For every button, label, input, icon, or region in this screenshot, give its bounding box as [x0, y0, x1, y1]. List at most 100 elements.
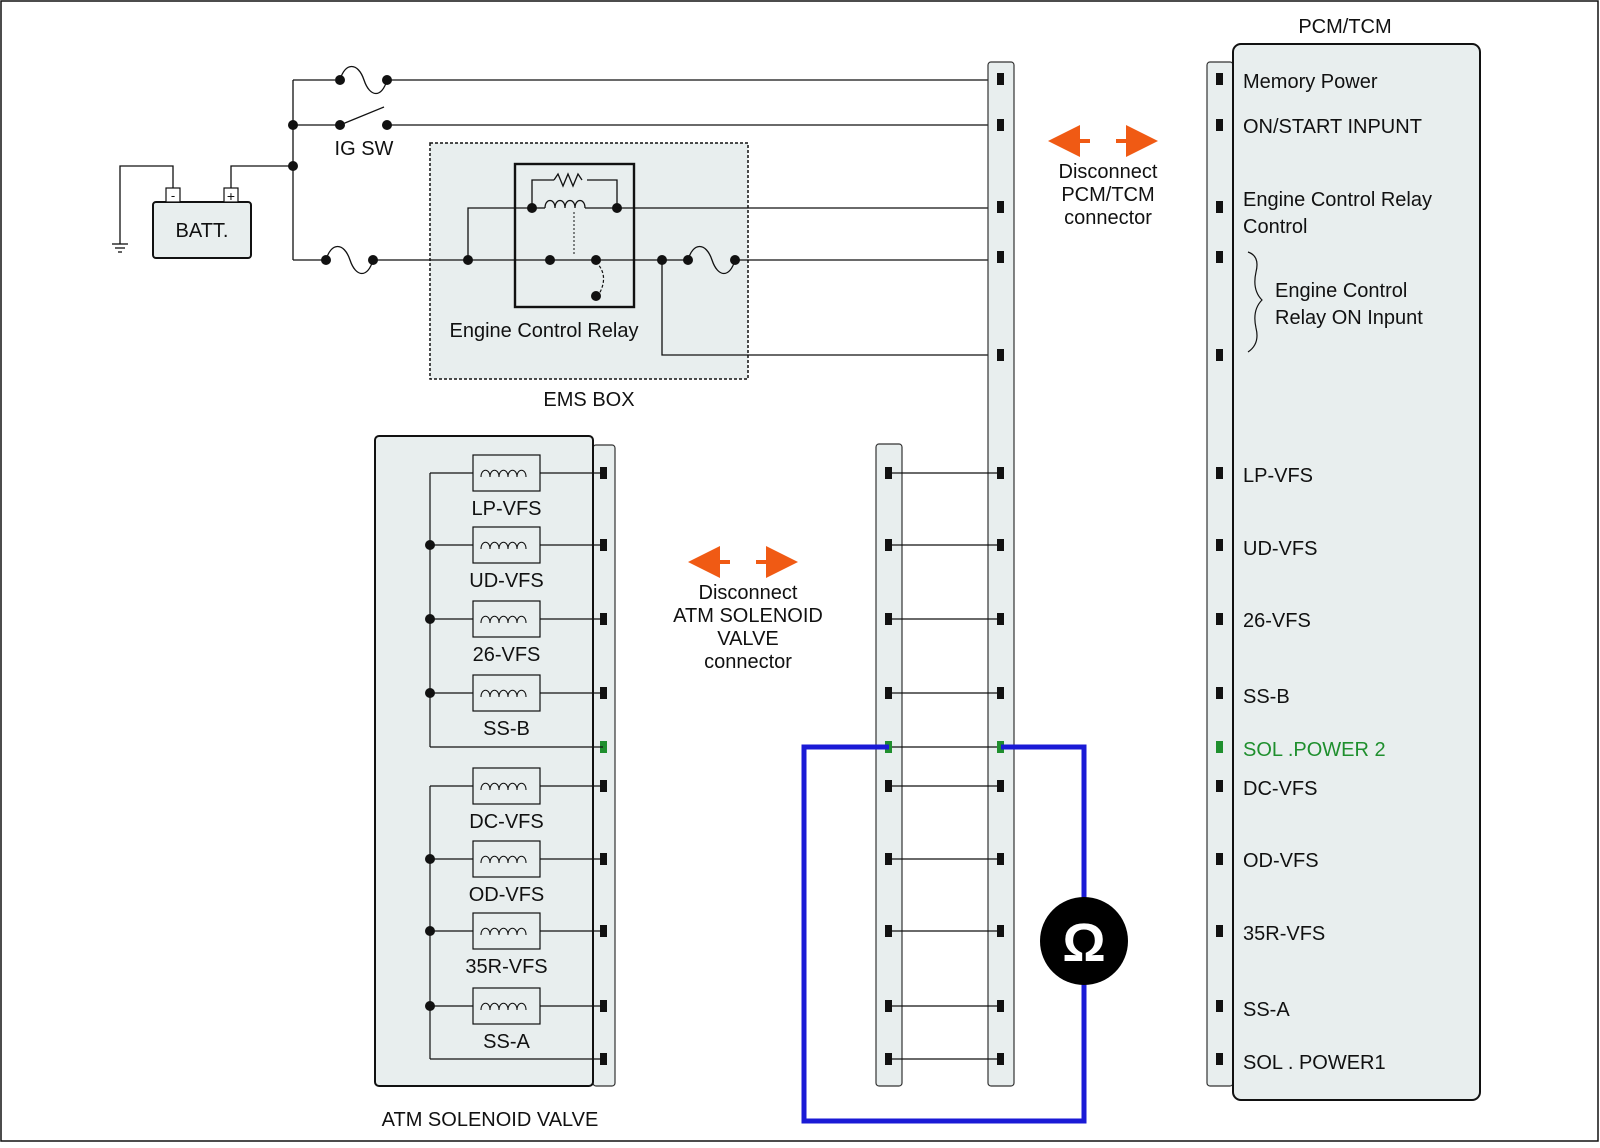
solenoid-valve-label: SS-B — [483, 718, 530, 740]
battery-plus-wire — [230, 165, 293, 188]
connector-pin — [600, 1053, 607, 1065]
pcm-pin-label: 26-VFS — [1243, 610, 1311, 632]
connector-pin — [885, 925, 892, 937]
note-line: Disconnect — [1059, 161, 1158, 183]
connector-pin — [600, 1000, 607, 1012]
connector-pin — [885, 539, 892, 551]
solenoid-valve-label: SS-A — [483, 1031, 530, 1053]
connector-pin — [1216, 1053, 1223, 1065]
solenoid-coil-icon — [472, 600, 541, 638]
connector-pin — [1216, 687, 1223, 699]
ems-box-label: EMS BOX — [543, 389, 634, 411]
connector-pin — [997, 925, 1004, 937]
solenoid-valve-label: LP-VFS — [471, 498, 541, 520]
fuse-icon — [325, 245, 374, 275]
atm-disconnect-note: Disconnect ATM SOLENOID VALVE connector — [673, 546, 823, 673]
connector-pin — [997, 741, 1004, 753]
connector-pin — [1216, 741, 1223, 753]
connector-pin — [600, 780, 607, 792]
connector-pin — [1216, 201, 1223, 213]
solenoid-coil-icon — [472, 454, 541, 492]
ig-switch-label: IG SW — [335, 138, 394, 160]
connector-pin — [997, 853, 1004, 865]
atm-connector-harness-side — [875, 443, 903, 1087]
connector-pin — [885, 1000, 892, 1012]
connector-pin — [1216, 925, 1223, 937]
connector-pin — [997, 467, 1004, 479]
note-line: ATM SOLENOID — [673, 605, 823, 627]
pcm-pin-label: ON/START INPUNT — [1243, 116, 1422, 138]
connector-pin — [600, 741, 607, 753]
connector-pin — [1216, 251, 1223, 263]
pcm-pin-label: Memory Power — [1243, 71, 1378, 93]
connector-pin — [885, 687, 892, 699]
relay-coil-icon — [544, 199, 586, 209]
connector-pin — [997, 119, 1004, 131]
solenoid-valve-label: DC-VFS — [469, 811, 543, 833]
ohmmeter-icon — [1040, 897, 1128, 985]
note-line: VALVE — [717, 628, 779, 650]
connector-pin — [600, 687, 607, 699]
note-line: connector — [1064, 207, 1152, 229]
connector-pin — [997, 349, 1004, 361]
engine-control-relay-label: Engine Control Relay — [450, 320, 639, 342]
solenoid-coil-icon — [472, 767, 541, 805]
solenoid-coil-icon — [472, 912, 541, 950]
connector-pin — [600, 853, 607, 865]
connector-pin — [1216, 853, 1223, 865]
pcm-tcm-title: PCM/TCM — [1298, 16, 1391, 38]
pcm-pin-label: DC-VFS — [1243, 778, 1317, 800]
pcm-pin-label: LP-VFS — [1243, 465, 1313, 487]
connector-pin — [1216, 1000, 1223, 1012]
solenoid-valves: LP-VFSUD-VFS26-VFSSS-BDC-VFSOD-VFS35R-VF… — [425, 454, 603, 1060]
engine-control-relay — [513, 162, 636, 309]
pcm-pin-label: Engine Control Relay — [1243, 189, 1432, 211]
pcm-pin-label-highlight: SOL .POWER 2 — [1243, 739, 1386, 761]
battery: BATT. - + — [152, 187, 252, 259]
pcm-pin-label: SS-B — [1243, 686, 1290, 708]
fuse-icon — [339, 65, 388, 95]
atm-solenoid-valve-title: ATM SOLENOID VALVE — [382, 1109, 599, 1131]
brace-icon — [1247, 251, 1263, 353]
connector-pin — [1216, 467, 1223, 479]
battery-plus: + — [227, 188, 235, 204]
pcm-connector-harness-side — [987, 61, 1015, 1087]
connector-pin — [997, 613, 1004, 625]
pcm-pin-label: OD-VFS — [1243, 850, 1319, 872]
connector-pin — [997, 1000, 1004, 1012]
ohm-symbol: Ω — [1062, 913, 1105, 973]
pcm-pin-label: Control — [1243, 216, 1307, 238]
solenoid-coil-icon — [472, 526, 541, 564]
ground-wire — [119, 165, 174, 244]
pcm-pin-label: SOL . POWER1 — [1243, 1052, 1386, 1074]
pcm-tcm-module — [1232, 43, 1481, 1101]
pcm-pin-label: SS-A — [1243, 999, 1290, 1021]
connector-pin — [1216, 613, 1223, 625]
ohmmeter-probe-wire — [801, 744, 1087, 1124]
connector-pin — [885, 780, 892, 792]
solenoid-valve-label: OD-VFS — [469, 884, 545, 906]
note-line: Disconnect — [699, 582, 798, 604]
connector-pin — [600, 539, 607, 551]
pcm-pin-labels: Memory Power ON/START INPUNT Engine Cont… — [1243, 71, 1432, 1074]
connector-pins — [600, 73, 1223, 1065]
connector-pin — [1216, 73, 1223, 85]
connector-pin — [600, 613, 607, 625]
solenoid-valve-label: UD-VFS — [469, 570, 543, 592]
connector-pin — [1216, 780, 1223, 792]
connector-pin — [997, 539, 1004, 551]
fuse-icon — [687, 245, 736, 275]
pcm-pin-label: Relay ON Inpunt — [1275, 307, 1423, 329]
pcm-disconnect-note: Disconnect PCM/TCM connector — [1048, 125, 1158, 229]
pcm-pin-label: Engine Control — [1275, 280, 1407, 302]
solenoid-coil-icon — [472, 840, 541, 878]
connector-pin — [997, 780, 1004, 792]
connector-pin — [885, 853, 892, 865]
connector-pin — [1216, 119, 1223, 131]
connector-pin — [997, 251, 1004, 263]
connector-pin — [885, 1053, 892, 1065]
connector-pin — [1216, 539, 1223, 551]
